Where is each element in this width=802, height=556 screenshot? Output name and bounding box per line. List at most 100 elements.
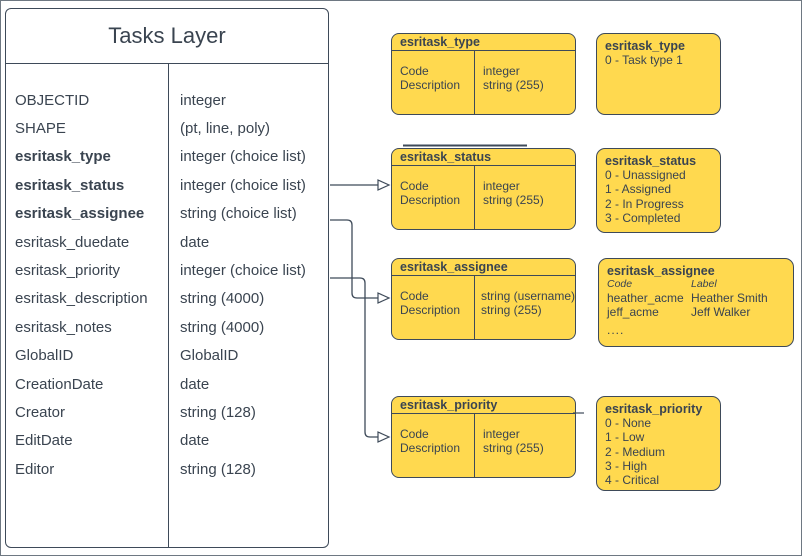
entry-code: heather_acme [607, 291, 684, 306]
open-arrowhead [377, 431, 391, 443]
field-type: GlobalID [180, 347, 239, 365]
field-name: esritask_assignee [15, 205, 145, 223]
field-name: GlobalID [15, 347, 74, 365]
domain-table-title: esritask_assignee [392, 259, 575, 276]
value-entry: jeff_acme Jeff Walker [607, 305, 785, 319]
entry-code: jeff_acme [607, 305, 659, 320]
domain-table-esritask-status: esritask_status Code Description integer… [391, 148, 576, 230]
field-name: Code [400, 179, 429, 193]
domain-table-body: Code Description integer string (255) [392, 51, 575, 114]
table-row: esritask_duedate date [6, 228, 328, 256]
domain-table-esritask-assignee: esritask_assignee Code Description strin… [391, 258, 576, 340]
table-row: GlobalID GlobalID [6, 342, 328, 370]
table-row: esritask_assignee string (choice list) [6, 200, 328, 228]
field-type: date [180, 233, 210, 251]
entry-label: Heather Smith [691, 291, 768, 306]
domain-field-column: Code Description [392, 51, 474, 114]
code-column-header: Code [607, 278, 633, 291]
field-name: Description [400, 78, 461, 92]
open-arrowhead [377, 292, 391, 304]
field-type: date [180, 375, 210, 393]
connector-assignee [330, 219, 378, 299]
domain-table-title: esritask_priority [392, 397, 575, 414]
field-type: integer [483, 179, 520, 193]
value-item: 0 - Unassigned [605, 168, 686, 183]
value-item: 0 - Task type 1 [605, 53, 683, 68]
column-divider [474, 166, 475, 229]
value-list-column-headers: Code Label [607, 278, 785, 291]
field-type: integer [483, 427, 520, 441]
field-type: string (4000) [180, 318, 265, 336]
field-name: esritask_duedate [15, 233, 130, 251]
value-item: 1 - Assigned [605, 182, 672, 197]
field-type: string (128) [180, 460, 256, 478]
open-arrowhead [377, 179, 391, 191]
field-name: esritask_notes [15, 318, 112, 336]
field-type: (pt, line, poly) [180, 120, 271, 138]
column-divider [474, 276, 475, 339]
field-name: Editor [15, 460, 55, 478]
value-item: 3 - High [605, 458, 648, 473]
field-type: date [180, 432, 210, 450]
value-list-esritask-priority: esritask_priority 0 - None 1 - Low 2 - M… [596, 396, 721, 491]
ellipsis-more-values: .... [607, 322, 625, 337]
column-divider [168, 64, 169, 547]
domain-table-esritask-type: esritask_type Code Description integer s… [391, 33, 576, 115]
table-row: SHAPE (pt, line, poly) [6, 114, 328, 142]
domain-table-esritask-priority: esritask_priority Code Description integ… [391, 396, 576, 478]
value-list-title: esritask_status [605, 154, 697, 168]
field-name: esritask_priority [15, 262, 121, 280]
value-item: 2 - In Progress [605, 196, 684, 211]
domain-type-column: string (username) string (255) [472, 276, 575, 339]
domain-table-title: esritask_status [392, 149, 575, 166]
field-name: Description [400, 193, 461, 207]
value-item: 4 - Critical [605, 473, 660, 488]
value-list-title: esritask_type [605, 39, 685, 53]
value-list-title: esritask_priority [605, 402, 703, 416]
table-row: Editor string (128) [6, 455, 328, 483]
table-row: esritask_description string (4000) [6, 285, 328, 313]
domain-table-body: Code Description integer string (255) [392, 166, 575, 229]
table-row: esritask_status integer (choice list) [6, 171, 328, 199]
entry-label: Jeff Walker [691, 305, 751, 320]
domain-type-column: integer string (255) [474, 414, 544, 477]
domain-field-column: Code Description [392, 276, 472, 339]
connector-priority [330, 277, 378, 438]
field-name: Code [400, 427, 429, 441]
field-name: Code [400, 64, 429, 78]
value-item: 1 - Low [605, 430, 645, 445]
label-column-header: Label [691, 278, 717, 291]
table-row: esritask_notes string (4000) [6, 313, 328, 341]
field-name: Creator [15, 403, 66, 421]
field-name: Description [400, 441, 461, 455]
field-type: string (choice list) [180, 205, 297, 223]
field-type: string (255) [483, 78, 544, 92]
field-type: string (255) [480, 303, 542, 317]
field-name: esritask_status [15, 176, 125, 194]
value-item: 2 - Medium [605, 444, 666, 459]
value-list-esritask-assignee: esritask_assignee Code Label heather_acm… [598, 258, 794, 347]
field-type: string (4000) [180, 290, 265, 308]
domain-field-column: Code Description [392, 414, 474, 477]
field-type: integer [180, 91, 226, 109]
column-divider [474, 414, 475, 477]
value-entry: heather_acme Heather Smith [607, 291, 785, 305]
field-name: Description [400, 303, 461, 317]
domain-table-title: esritask_type [392, 34, 575, 51]
field-name: Code [400, 289, 429, 303]
field-type: string (username) [480, 289, 575, 303]
domain-type-column: integer string (255) [474, 166, 544, 229]
field-name: CreationDate [15, 375, 104, 393]
value-list-esritask-type: esritask_type 0 - Task type 1 [596, 33, 721, 115]
value-item: 3 - Completed [605, 210, 681, 225]
field-name: SHAPE [15, 120, 66, 138]
field-type: integer (choice list) [180, 262, 306, 280]
field-name: esritask_description [15, 290, 148, 308]
value-list-title: esritask_assignee [607, 264, 715, 278]
field-type: integer (choice list) [180, 176, 306, 194]
value-list-esritask-status: esritask_status 0 - Unassigned 1 - Assig… [596, 148, 721, 233]
field-type: string (255) [483, 441, 544, 455]
